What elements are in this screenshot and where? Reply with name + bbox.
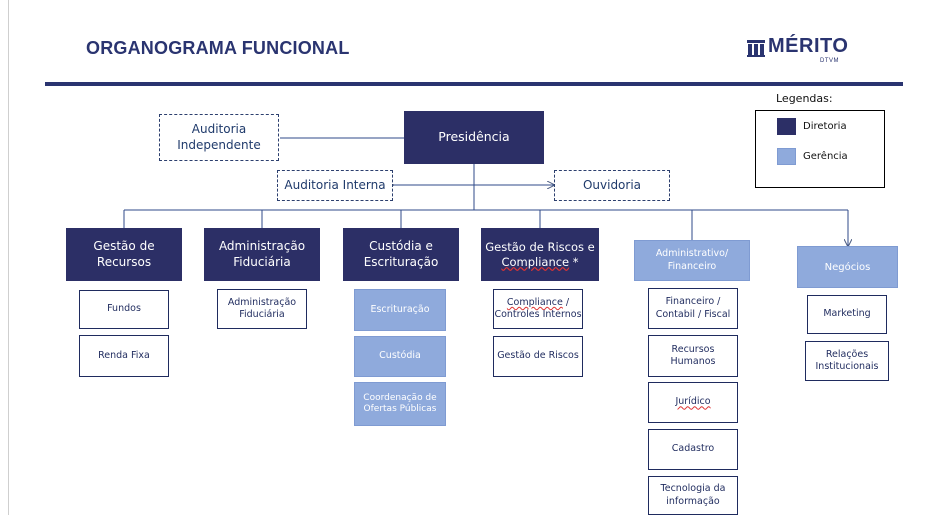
gestao-recursos-box: Gestão de Recursos — [66, 228, 182, 281]
left-border-line — [8, 0, 9, 515]
cadastro-box: Cadastro — [648, 429, 738, 470]
custodia-escrituracao-box: Custódia e Escrituração — [343, 228, 459, 281]
legend-swatch-gerencia — [777, 148, 796, 165]
merito-logo: MÉRITO DTVM — [746, 35, 849, 80]
logo-text: MÉRITO — [768, 35, 849, 57]
legend-box — [755, 110, 885, 188]
custodia-box: Custódia — [354, 336, 446, 377]
relacoes-institucionais-box: Relações Institucionais — [805, 341, 889, 381]
page-title: ORGANOGRAMA FUNCIONAL — [86, 38, 350, 58]
legend-swatch-diretoria — [777, 118, 796, 135]
escrituracao-box: Escrituração — [354, 289, 446, 331]
logo-subtext: DTVM — [820, 58, 839, 64]
marketing-box: Marketing — [807, 295, 887, 334]
presidencia-box: Presidência — [404, 111, 544, 164]
auditoria-independente-box: Auditoria Independente — [159, 114, 279, 161]
header-rule — [45, 82, 903, 86]
fundos-box: Fundos — [79, 290, 169, 329]
ouvidoria-box: Ouvidoria — [554, 170, 670, 201]
financeiro-box: Financeiro / Contabil / Fiscal — [648, 288, 738, 329]
adm-fiduciaria-sub-box: Administração Fiduciária — [217, 289, 307, 329]
administrativo-financeiro-box: Administrativo/ Financeiro — [634, 240, 750, 281]
gestao-riscos-sub-box: Gestão de Riscos — [493, 336, 583, 377]
administracao-fiduciaria-box: Administração Fiduciária — [204, 228, 320, 281]
legend-label-gerencia: Gerência — [803, 151, 848, 162]
negocios-box: Negócios — [797, 246, 898, 288]
recursos-humanos-box: Recursos Humanos — [648, 335, 738, 377]
renda-fixa-box: Renda Fixa — [79, 335, 169, 377]
coordenacao-ofertas-box: Coordenação de Ofertas Públicas — [354, 382, 446, 426]
auditoria-interna-box: Auditoria Interna — [277, 170, 393, 201]
tecnologia-informacao-box: Tecnologia da informação — [648, 476, 738, 515]
juridico-box: Jurídico — [648, 382, 738, 423]
legend-label-diretoria: Diretoria — [803, 121, 847, 132]
compliance-controles-box: Compliance / Controles Internos — [493, 289, 583, 329]
legend-title: Legendas: — [776, 92, 833, 105]
gestao-riscos-compliance-box: Gestão de Riscos e Compliance * — [481, 228, 599, 281]
building-icon — [747, 40, 765, 57]
